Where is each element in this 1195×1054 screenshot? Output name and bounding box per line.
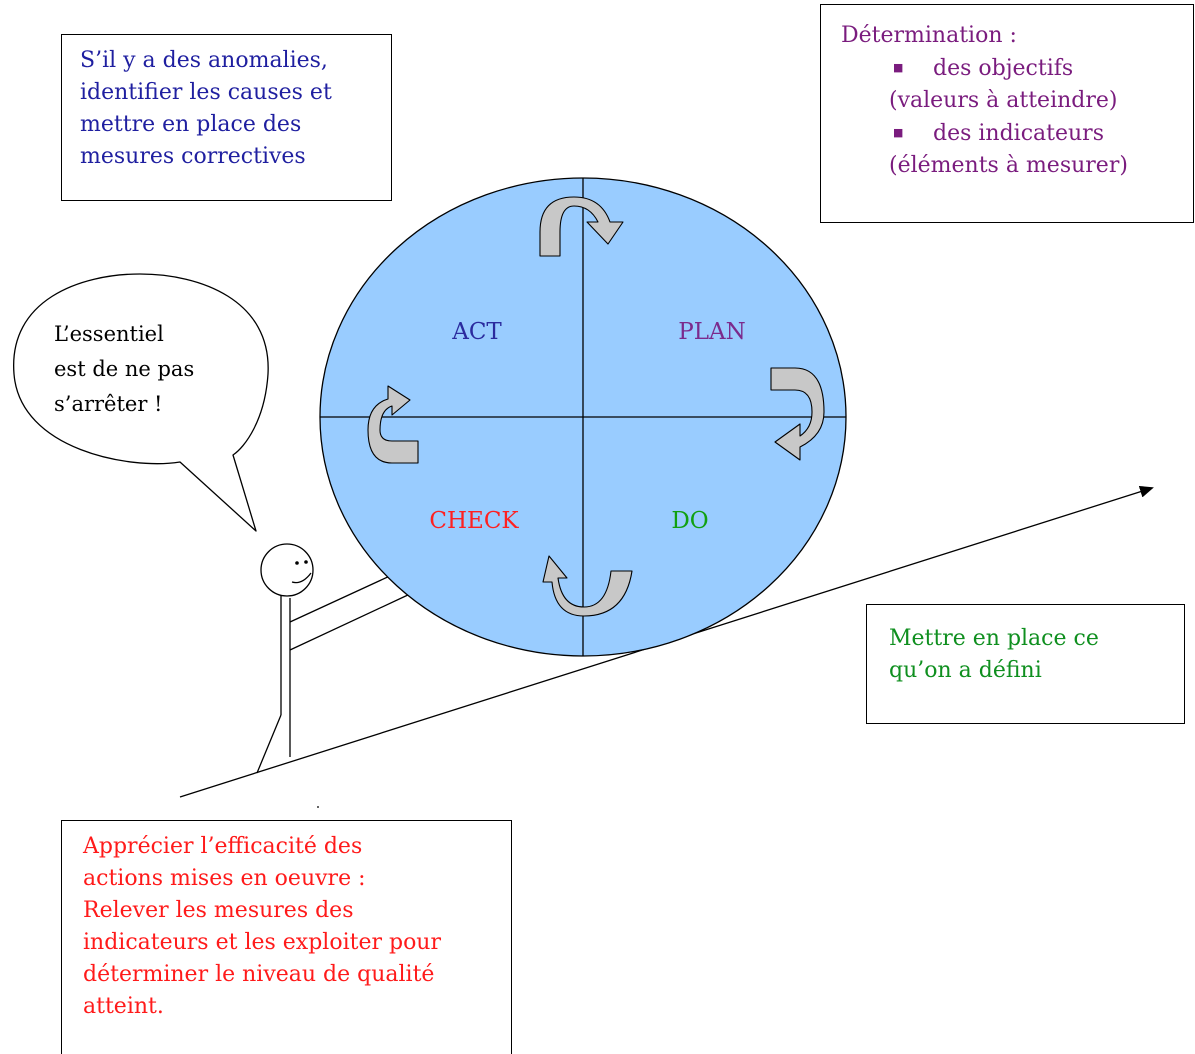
speech-bubble bbox=[13, 273, 269, 532]
act-line: S’il y a des anomalies, bbox=[80, 48, 328, 73]
stick-figure bbox=[256, 543, 411, 774]
speech-line: L’essentiel bbox=[54, 322, 164, 346]
plan-bullet-indicators: des indicateurs bbox=[841, 117, 1185, 150]
do-description-box: Mettre en place ce qu’on a défini bbox=[866, 604, 1185, 724]
figure-head bbox=[260, 543, 314, 597]
act-line: mesures correctives bbox=[80, 144, 306, 169]
do-line: qu’on a défini bbox=[889, 658, 1042, 683]
phase-label-plan: PLAN bbox=[678, 319, 745, 345]
check-line: Relever les mesures des bbox=[83, 898, 354, 923]
check-line: Apprécier l’efficacité des bbox=[83, 834, 363, 859]
figure-eye bbox=[295, 561, 299, 565]
check-line: atteint. bbox=[83, 994, 164, 1019]
figure-eye bbox=[304, 560, 308, 564]
cycle-arrow-bottom-icon bbox=[542, 555, 633, 617]
pdca-wheel: ACT PLAN CHECK DO bbox=[319, 177, 847, 657]
figure-smile bbox=[291, 572, 312, 584]
check-description-box: Apprécier l’efficacité des actions mises… bbox=[61, 820, 512, 1054]
figure-arm-upper bbox=[289, 574, 393, 623]
plan-description-box: Détermination : des objectifs (valeurs à… bbox=[820, 4, 1194, 223]
act-description-box: S’il y a des anomalies, identifier les c… bbox=[61, 34, 392, 201]
plan-bullet-indicators-detail: (éléments à mesurer) bbox=[889, 153, 1128, 178]
speech-bubble-text: L’essentiel est de ne pas s’arrêter ! bbox=[54, 317, 194, 422]
figure-arm-lower bbox=[289, 593, 411, 651]
cycle-arrow-top-icon bbox=[539, 196, 624, 257]
phase-label-act: ACT bbox=[451, 319, 502, 345]
check-line: actions mises en oeuvre : bbox=[83, 866, 366, 891]
phase-label-do: DO bbox=[671, 508, 708, 534]
plan-bullet-objectives-detail: (valeurs à atteindre) bbox=[889, 88, 1118, 113]
act-line: mettre en place des bbox=[80, 112, 302, 137]
plan-bullet-objectives: des objectifs bbox=[841, 52, 1185, 85]
cycle-arrow-right-icon bbox=[770, 367, 825, 461]
speech-line: est de ne pas bbox=[54, 357, 195, 381]
plan-title: Détermination : bbox=[841, 23, 1017, 48]
check-line: déterminer le niveau de qualité bbox=[83, 962, 435, 987]
cycle-arrow-left-icon bbox=[367, 385, 419, 464]
do-line: Mettre en place ce bbox=[889, 626, 1099, 651]
check-line: indicateurs et les exploiter pour bbox=[83, 930, 441, 955]
phase-label-check: CHECK bbox=[429, 508, 519, 534]
speech-line: s’arrêter ! bbox=[54, 392, 163, 416]
figure-leg bbox=[256, 714, 282, 774]
act-line: identifier les causes et bbox=[80, 80, 332, 105]
